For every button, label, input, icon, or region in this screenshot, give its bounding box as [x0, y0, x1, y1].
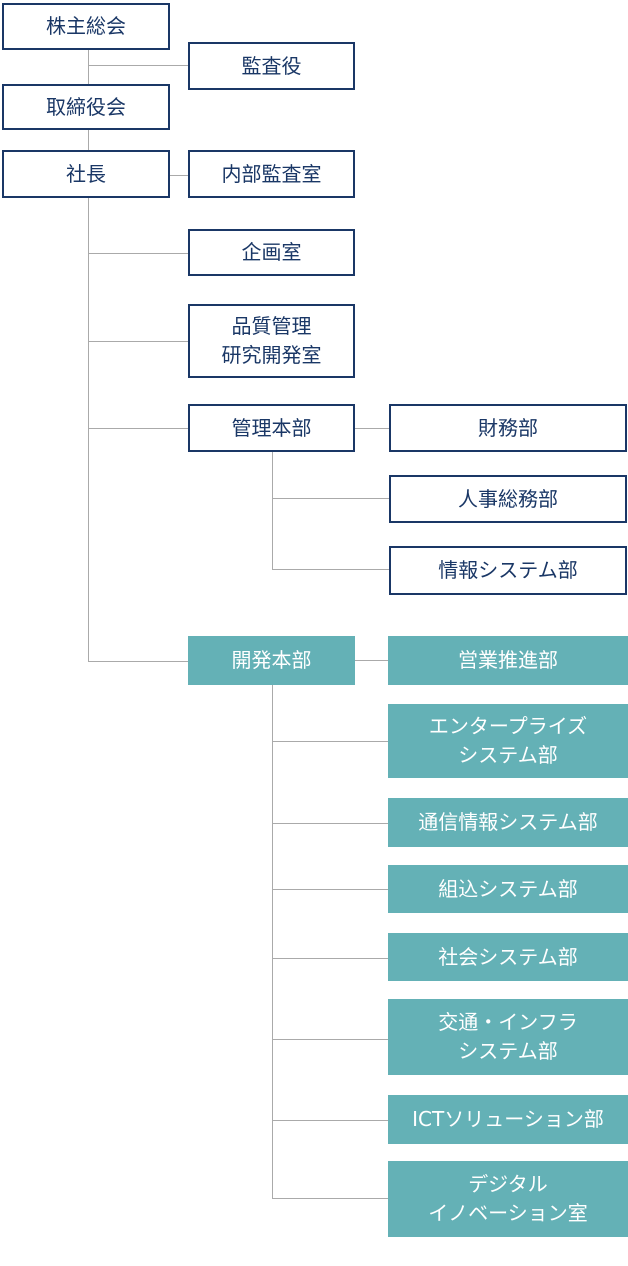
- connector-line: [272, 1198, 388, 1199]
- box-label: 人事総務部: [458, 486, 558, 511]
- digital-innovation-office-box: デジタル イノベーション室: [388, 1161, 628, 1237]
- connector-line: [272, 685, 273, 1198]
- hr-general-affairs-dept-box: 人事総務部: [389, 475, 627, 523]
- connector-line: [88, 50, 89, 84]
- connector-line: [272, 498, 389, 499]
- connector-line: [272, 452, 273, 569]
- dev-hq-box: 開発本部: [188, 636, 355, 685]
- box-label: 社会システム部: [438, 944, 578, 969]
- connector-line: [88, 130, 89, 150]
- box-label: 監査役: [241, 53, 302, 78]
- sales-promotion-dept-box: 営業推進部: [388, 636, 628, 685]
- box-label: ICTソリューション部: [412, 1107, 604, 1131]
- box-label: 取締役会: [46, 94, 126, 119]
- box-label-line-1: エンタープライズ: [428, 714, 588, 738]
- transport-infra-systems-dept-box: 交通・インフラ システム部: [388, 999, 628, 1075]
- social-systems-dept-box: 社会システム部: [388, 933, 628, 981]
- box-label-line-2: 研究開発室: [221, 343, 322, 367]
- connector-line: [272, 1120, 388, 1121]
- connector-line: [272, 958, 388, 959]
- box-label: 株主総会: [46, 14, 126, 38]
- box-label-line-2: システム部: [458, 1039, 558, 1063]
- president-box: 社長: [2, 150, 170, 198]
- information-systems-dept-box: 情報システム部: [389, 546, 627, 595]
- connector-line: [272, 1039, 388, 1040]
- box-label-line-1: 品質管理: [231, 314, 312, 338]
- quality-rnd-box: 品質管理 研究開発室: [188, 304, 355, 378]
- box-label-line-1: 交通・インフラ: [438, 1010, 578, 1034]
- planning-box: 企画室: [188, 229, 355, 276]
- ict-solution-dept-box: ICTソリューション部: [388, 1095, 628, 1144]
- connector-line: [355, 660, 388, 661]
- connector-line: [170, 175, 188, 176]
- board-box: 取締役会: [2, 84, 170, 130]
- connector-line: [88, 198, 89, 661]
- finance-dept-box: 財務部: [389, 404, 627, 452]
- connector-line: [88, 341, 188, 342]
- admin-hq-box: 管理本部: [188, 404, 355, 452]
- connector-line: [88, 428, 188, 429]
- box-label: 社長: [66, 161, 106, 186]
- box-label-line-2: システム部: [458, 743, 558, 767]
- box-label: 営業推進部: [458, 648, 558, 672]
- box-label: 企画室: [241, 240, 302, 264]
- connector-line: [272, 741, 388, 742]
- enterprise-systems-dept-box: エンタープライズ システム部: [388, 704, 628, 778]
- connector-line: [88, 65, 188, 66]
- connector-line: [272, 889, 388, 890]
- box-label: 内部監査室: [221, 161, 322, 186]
- connector-line: [272, 823, 388, 824]
- internal-audit-box: 内部監査室: [188, 150, 355, 198]
- embedded-systems-dept-box: 組込システム部: [388, 865, 628, 913]
- box-label-line-1: デジタル: [468, 1172, 548, 1196]
- box-label: 通信情報システム部: [418, 810, 598, 834]
- box-label: 情報システム部: [438, 558, 578, 582]
- auditor-box: 監査役: [188, 42, 355, 90]
- box-label: 管理本部: [231, 415, 312, 440]
- connector-line: [88, 253, 188, 254]
- box-label: 開発本部: [231, 648, 312, 672]
- shareholders-meeting-box: 株主総会: [2, 3, 170, 50]
- telecom-info-systems-dept-box: 通信情報システム部: [388, 798, 628, 847]
- box-label: 財務部: [478, 415, 538, 440]
- box-label-line-2: イノベーション室: [428, 1201, 588, 1225]
- connector-line: [272, 569, 389, 570]
- connector-line: [88, 661, 188, 662]
- box-label: 組込システム部: [438, 876, 578, 901]
- connector-line: [355, 428, 389, 429]
